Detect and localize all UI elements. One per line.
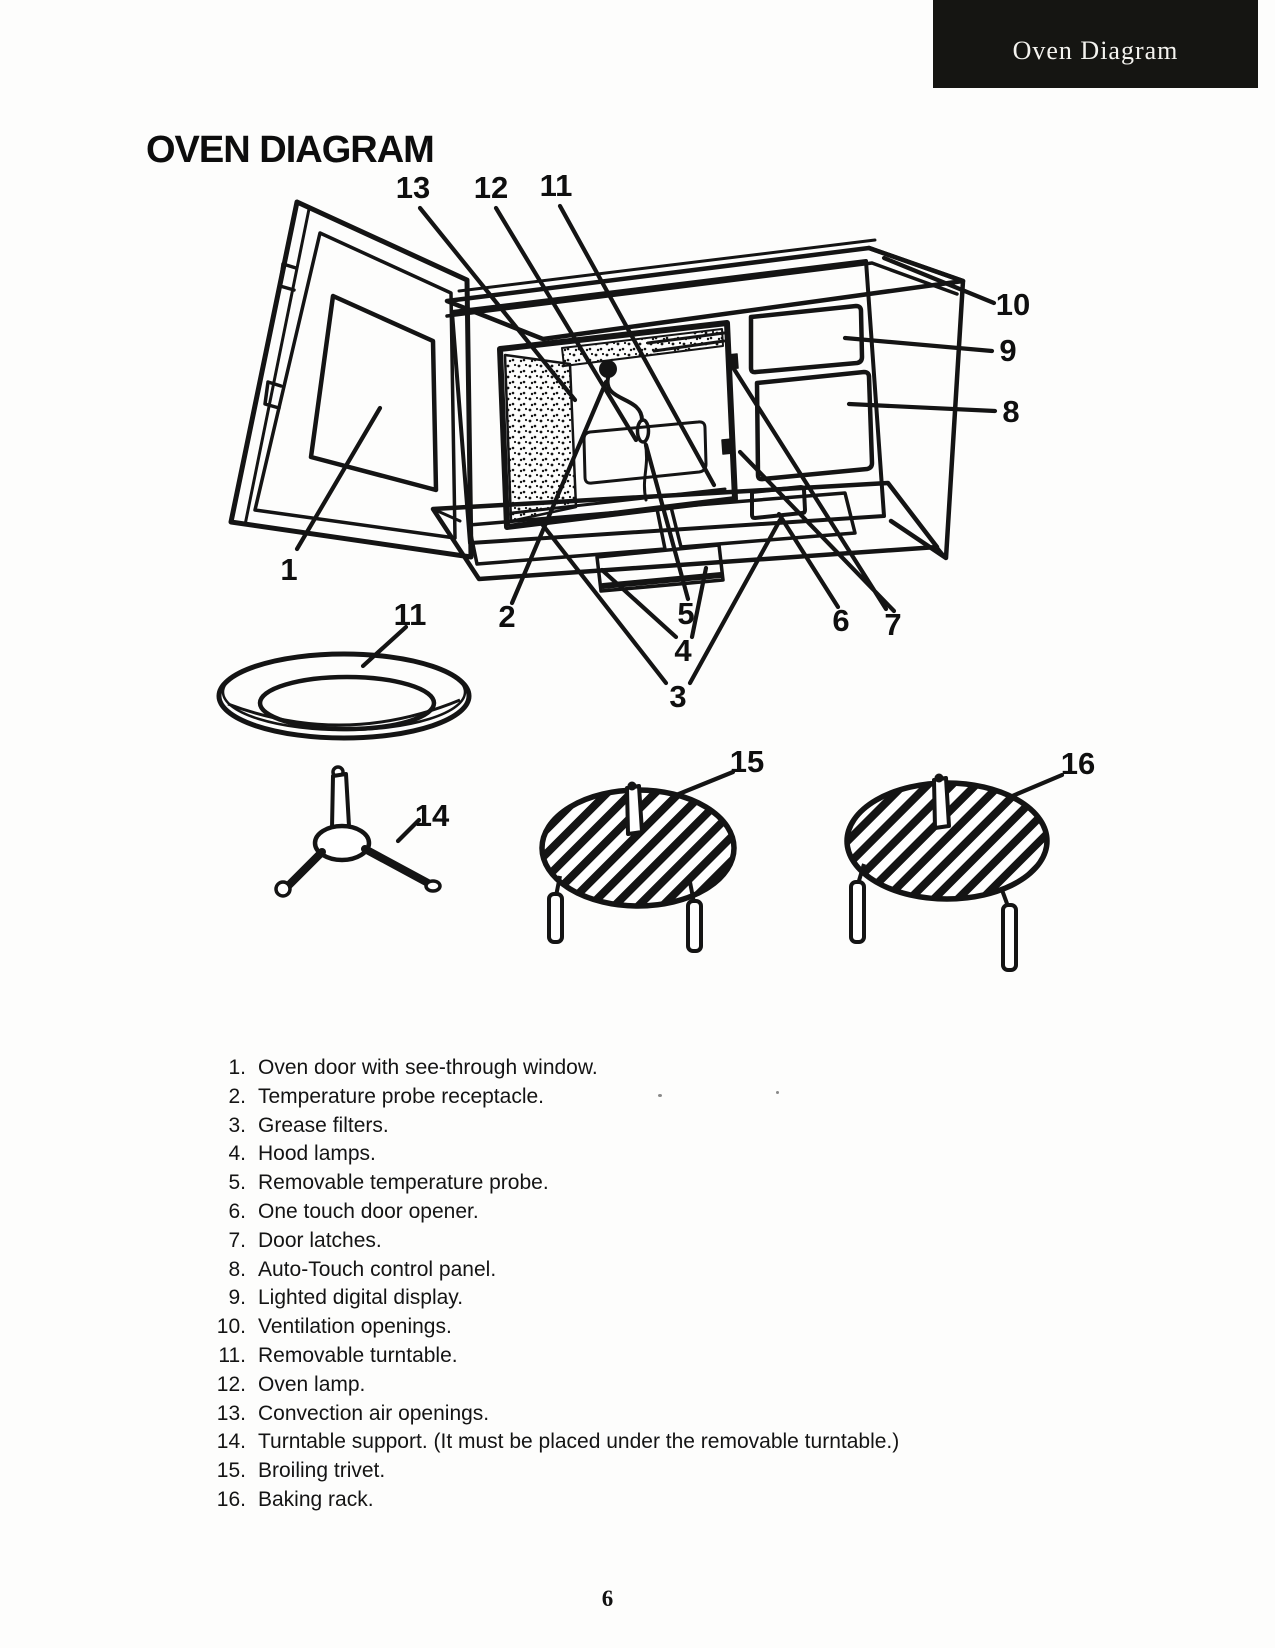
turntable-drawing	[216, 651, 472, 741]
parts-list-item: 12. Oven lamp.	[200, 1371, 1100, 1400]
part-number: 3.	[228, 1113, 246, 1137]
part-text: Oven door with see-through window.	[258, 1056, 598, 1079]
part-text: One touch door opener.	[258, 1199, 479, 1223]
parts-list-item: 8. Auto-Touch control panel.	[200, 1256, 1100, 1285]
callout-13: 13	[396, 170, 430, 205]
part-number: 14.	[216, 1430, 246, 1454]
oven-line-drawing: 13 12 11 10 9 8 1 11 2 5 4 3 6 7 14 15 1…	[216, 168, 1095, 972]
callout-10: 10	[996, 287, 1030, 322]
callout-7: 7	[884, 607, 901, 642]
oven-cavity	[497, 320, 738, 530]
part-number: 11.	[218, 1343, 246, 1367]
probe-cable	[605, 376, 644, 422]
parts-list-item: 2. Temperature probe receptacle.	[200, 1083, 1100, 1112]
part-text: Temperature probe receptacle.	[258, 1084, 544, 1108]
part-text: Oven lamp.	[258, 1372, 366, 1396]
page-number: 6	[601, 1586, 614, 1611]
part-text: Grease filters.	[258, 1113, 389, 1137]
leader-lines	[294, 203, 1065, 844]
scan-speckle	[776, 1091, 779, 1094]
control-panel	[754, 369, 875, 482]
parts-list-item: 1. Oven door with see-through window.	[200, 1054, 1100, 1083]
door-latch-top	[726, 353, 739, 370]
parts-list-item: 9. Lighted digital display.	[200, 1284, 1100, 1313]
part-number: 12.	[216, 1372, 246, 1396]
parts-list-item: 10. Ventilation openings.	[200, 1313, 1100, 1342]
oven-door-drawing	[228, 199, 474, 560]
part-number: 2.	[228, 1084, 246, 1108]
callout-8: 8	[1002, 394, 1019, 429]
callout-12: 12	[474, 170, 508, 205]
part-number: 13.	[216, 1401, 246, 1425]
digital-display	[748, 303, 865, 375]
part-number: 7.	[228, 1228, 246, 1252]
part-number: 6.	[228, 1199, 246, 1223]
parts-list-item: 5. Removable temperature probe.	[200, 1169, 1100, 1198]
part-text: Baking rack.	[258, 1487, 374, 1511]
part-text: Broiling trivet.	[258, 1459, 386, 1483]
part-number: 5.	[228, 1171, 246, 1195]
callout-9: 9	[999, 333, 1016, 368]
part-number: 16.	[216, 1487, 246, 1511]
part-text: Convection air openings.	[258, 1401, 490, 1425]
callout-16: 16	[1061, 746, 1095, 781]
part-number: 9.	[228, 1286, 246, 1310]
door-window	[308, 293, 439, 493]
callout-5: 5	[677, 596, 694, 631]
part-text: Ventilation openings.	[258, 1315, 452, 1339]
part-number: 8.	[228, 1257, 246, 1281]
callout-15: 15	[730, 744, 764, 779]
part-number: 15.	[216, 1459, 246, 1483]
header-tab: Oven Diagram	[933, 0, 1258, 88]
hood-lamp-area	[595, 543, 725, 593]
callout-14: 14	[415, 798, 450, 833]
cavity-left-wall	[503, 353, 578, 523]
parts-list-item: 16. Baking rack.	[200, 1486, 1100, 1515]
callout-6: 6	[832, 603, 849, 638]
parts-list: 1. Oven door with see-through window. 2. T…	[200, 1054, 1100, 1515]
parts-list-item: 7. Door latches.	[200, 1227, 1100, 1256]
parts-list-item: 13. Convection air openings.	[200, 1400, 1100, 1429]
callout-2: 2	[498, 599, 515, 634]
part-text: Turntable support. (It must be placed un…	[258, 1430, 900, 1454]
part-number: 10.	[216, 1315, 246, 1339]
callout-11-top: 11	[540, 168, 573, 203]
part-text: Auto-Touch control panel.	[258, 1257, 497, 1281]
scan-speckle	[658, 1094, 662, 1097]
door-latch-bottom	[721, 438, 734, 455]
part-text: Lighted digital display.	[258, 1286, 464, 1310]
parts-list-item: 14. Turntable support. (It must be placed…	[200, 1428, 1100, 1457]
oven-diagram-figure: 13 12 11 10 9 8 1 11 2 5 4 3 6 7 14 15 1…	[216, 168, 1095, 972]
broiling-trivet-drawing	[539, 781, 737, 953]
oven-body-drawing	[430, 238, 966, 593]
page-title: OVEN DIAGRAM	[146, 129, 435, 172]
parts-list-item: 11. Removable turntable.	[200, 1342, 1100, 1371]
parts-list-item: 15. Broiling trivet.	[200, 1457, 1100, 1486]
callout-labels: 13 12 11 10 9 8 1 11 2 5 4 3 6 7 14 15 1…	[280, 168, 1095, 833]
part-text: Hood lamps.	[258, 1142, 376, 1166]
part-text: Removable temperature probe.	[258, 1171, 549, 1195]
callout-1: 1	[280, 552, 297, 587]
turntable-support-drawing	[274, 765, 442, 898]
parts-list-item: 6. One touch door opener.	[200, 1198, 1100, 1227]
header-tab-label: Oven Diagram	[1012, 36, 1179, 65]
baking-rack-drawing	[844, 773, 1050, 972]
part-number: 1.	[228, 1056, 246, 1079]
probe-receptacle	[599, 360, 617, 378]
part-text: Removable turntable.	[258, 1343, 458, 1367]
callout-11-turntable: 11	[394, 597, 427, 632]
part-number: 4.	[228, 1142, 246, 1166]
callout-3: 3	[669, 679, 686, 714]
callout-4: 4	[674, 633, 692, 668]
parts-list-item: 3. Grease filters.	[200, 1112, 1100, 1141]
part-text: Door latches.	[258, 1228, 382, 1252]
parts-list-item: 4. Hood lamps.	[200, 1140, 1100, 1169]
